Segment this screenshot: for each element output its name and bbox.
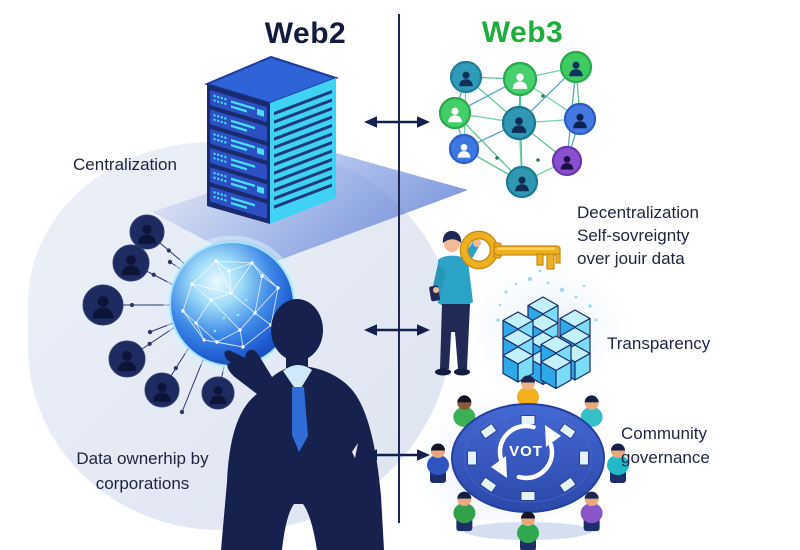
server-icon: [204, 55, 340, 224]
key-holder-person-icon: [429, 230, 481, 376]
web3-title: Web3: [481, 16, 564, 49]
transparency-label: Transparency: [607, 334, 711, 353]
community-governance-label: Community governance: [621, 424, 710, 467]
key-icon: [459, 230, 561, 270]
vote-cycle-icon: [491, 423, 561, 481]
centralized-users-icon: [82, 214, 235, 415]
data-ownership-label: Data ownerhip by corporations: [76, 449, 209, 493]
businessman-silhouette-icon: [221, 299, 384, 550]
centralization-label: Centralization: [73, 155, 177, 174]
round-table-governance-icon: [427, 375, 629, 550]
sparkles: [496, 269, 598, 322]
web2-title: Web2: [264, 17, 347, 50]
double-headed-arrow-icons: [364, 116, 430, 461]
vote-table-center-label: VOT: [509, 443, 543, 460]
blockchain-cubes-icon: [496, 269, 598, 390]
decentralization-label: Decentralization Self-sovreignty over jo…: [577, 203, 699, 268]
decentralized-network-icon: [438, 50, 597, 199]
